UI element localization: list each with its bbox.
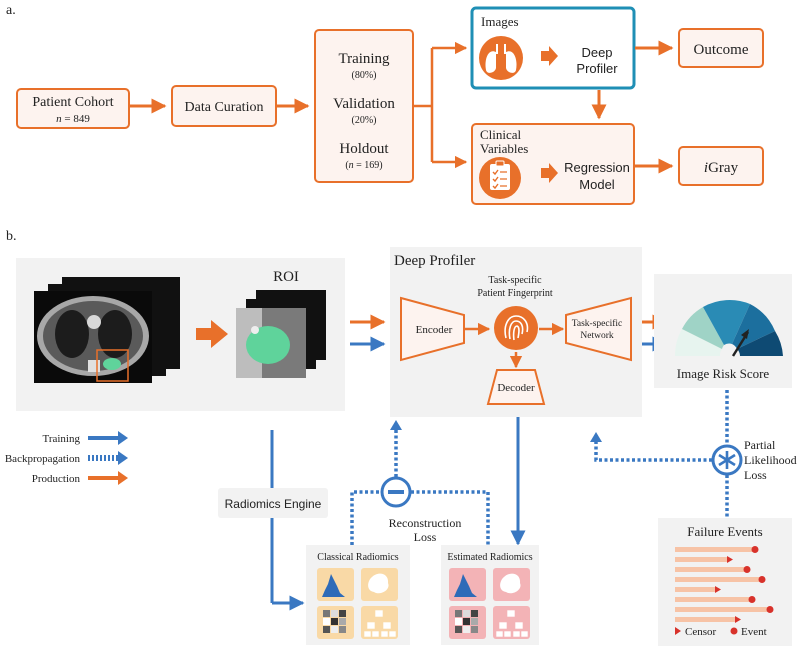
failure-events-panel: Failure Events Censor Event bbox=[658, 518, 792, 646]
censor-label: Censor bbox=[685, 626, 717, 638]
partial-label-line1: Partial bbox=[744, 438, 776, 452]
legend: Training Backpropagation Production bbox=[5, 431, 128, 485]
legend-backprop-label: Backpropagation bbox=[5, 453, 81, 465]
partial-likelihood-loss: Partial Likelihood Loss bbox=[590, 390, 797, 518]
task-network-shape bbox=[565, 296, 632, 362]
deep-profiler-title: Deep Profiler bbox=[394, 253, 475, 269]
patient-cohort-box: Patient Cohort n = 849 bbox=[16, 88, 130, 129]
histogram-icon bbox=[454, 574, 477, 597]
images-inner-arrow bbox=[541, 46, 558, 66]
radiomics-engine-box: Radiomics Engine bbox=[218, 488, 328, 518]
decoder-shape bbox=[486, 369, 546, 405]
histogram-icon bbox=[322, 574, 345, 597]
risk-score-panel: Image Risk Score bbox=[654, 274, 792, 388]
task-network-line2: Network bbox=[580, 331, 613, 341]
survival-bars bbox=[675, 546, 774, 623]
deep-profiler-panel: Deep Profiler Task-specific Patient Fing… bbox=[390, 247, 642, 417]
deep-profiler-line2: Profiler bbox=[576, 61, 618, 76]
split-validation-pct: (20%) bbox=[352, 115, 377, 126]
task-network-line1: Task-specific bbox=[572, 318, 623, 329]
roi-patch-image bbox=[236, 308, 306, 378]
shape-icon bbox=[368, 573, 389, 594]
split-training-pct: (80%) bbox=[352, 70, 377, 81]
legend-training-label: Training bbox=[43, 433, 81, 445]
texture-grid-icon bbox=[455, 610, 478, 633]
deep-profiler-line1: Deep bbox=[581, 45, 612, 60]
partial-label-line3: Loss bbox=[744, 468, 767, 482]
shape-icon bbox=[500, 573, 521, 594]
risk-score-label: Image Risk Score bbox=[677, 366, 770, 381]
ct-slice-image bbox=[34, 291, 152, 383]
classical-radiomics-panel: Classical Radiomics bbox=[306, 545, 410, 645]
checklist-icon bbox=[479, 157, 521, 199]
panel-b-label: b. bbox=[6, 229, 17, 244]
images-title: Images bbox=[481, 14, 519, 29]
radiomics-engine-label: Radiomics Engine bbox=[225, 497, 322, 511]
igray-box: iGray bbox=[678, 146, 764, 186]
ct-to-roi-arrow bbox=[196, 320, 228, 348]
wavelet-tree-icon bbox=[364, 610, 396, 637]
split-holdout-name: Holdout bbox=[339, 141, 389, 157]
outcome-label: Outcome bbox=[694, 42, 749, 58]
clinical-title-line2: Variables bbox=[480, 141, 528, 156]
lungs-icon bbox=[479, 36, 523, 80]
clinical-box: Clinical Variables Regression Model bbox=[471, 123, 635, 205]
ct-roi-panel: ROI bbox=[16, 258, 345, 411]
regression-line1: Regression bbox=[564, 160, 630, 175]
data-curation-label: Data Curation bbox=[185, 100, 264, 115]
reconstruction-label-line1: Reconstruction bbox=[389, 516, 462, 530]
risk-gauge bbox=[674, 299, 783, 357]
branch-arrows bbox=[414, 41, 468, 169]
fingerprint-label-line2: Patient Fingerprint bbox=[477, 288, 552, 299]
patient-cohort-count: n = 849 bbox=[56, 113, 90, 125]
clinical-inner-arrow bbox=[541, 163, 558, 183]
roi-label: ROI bbox=[273, 269, 299, 285]
encoder-shape bbox=[400, 296, 465, 362]
decoder-label: Decoder bbox=[497, 382, 535, 394]
outcome-box: Outcome bbox=[678, 28, 764, 68]
reconstruction-loss: Reconstruction Loss bbox=[350, 420, 490, 545]
split-validation-name: Validation bbox=[333, 96, 395, 112]
images-box: Images Deep Profiler bbox=[470, 6, 636, 90]
fingerprint-icon bbox=[494, 306, 538, 350]
data-splits-box: Training (80%) Validation (20%) Holdout … bbox=[314, 29, 414, 183]
classical-radiomics-label: Classical Radiomics bbox=[317, 552, 398, 563]
encoder-label: Encoder bbox=[416, 324, 453, 336]
estimated-radiomics-label: Estimated Radiomics bbox=[447, 552, 532, 563]
split-training-name: Training bbox=[338, 51, 390, 67]
reconstruction-label-line2: Loss bbox=[414, 530, 437, 544]
wavelet-tree-icon bbox=[496, 610, 528, 637]
igray-label: iGray bbox=[704, 160, 739, 176]
failure-events-title: Failure Events bbox=[687, 524, 762, 539]
patient-cohort-title: Patient Cohort bbox=[32, 95, 113, 110]
censor-marker-icon bbox=[675, 627, 681, 635]
data-curation-box: Data Curation bbox=[171, 85, 277, 127]
panel-a-label: a. bbox=[6, 3, 16, 18]
split-holdout-count: (n = 169) bbox=[345, 160, 382, 171]
estimated-radiomics-panel: Estimated Radiomics bbox=[441, 545, 539, 645]
regression-line2: Model bbox=[579, 177, 615, 192]
event-label: Event bbox=[741, 626, 767, 638]
legend-production-label: Production bbox=[32, 473, 81, 485]
partial-label-line2: Likelihood bbox=[744, 453, 797, 467]
event-marker-icon bbox=[730, 627, 738, 635]
clinical-title-line1: Clinical bbox=[480, 127, 522, 142]
texture-grid-icon bbox=[323, 610, 346, 633]
fingerprint-label-line1: Task-specific bbox=[488, 275, 542, 286]
